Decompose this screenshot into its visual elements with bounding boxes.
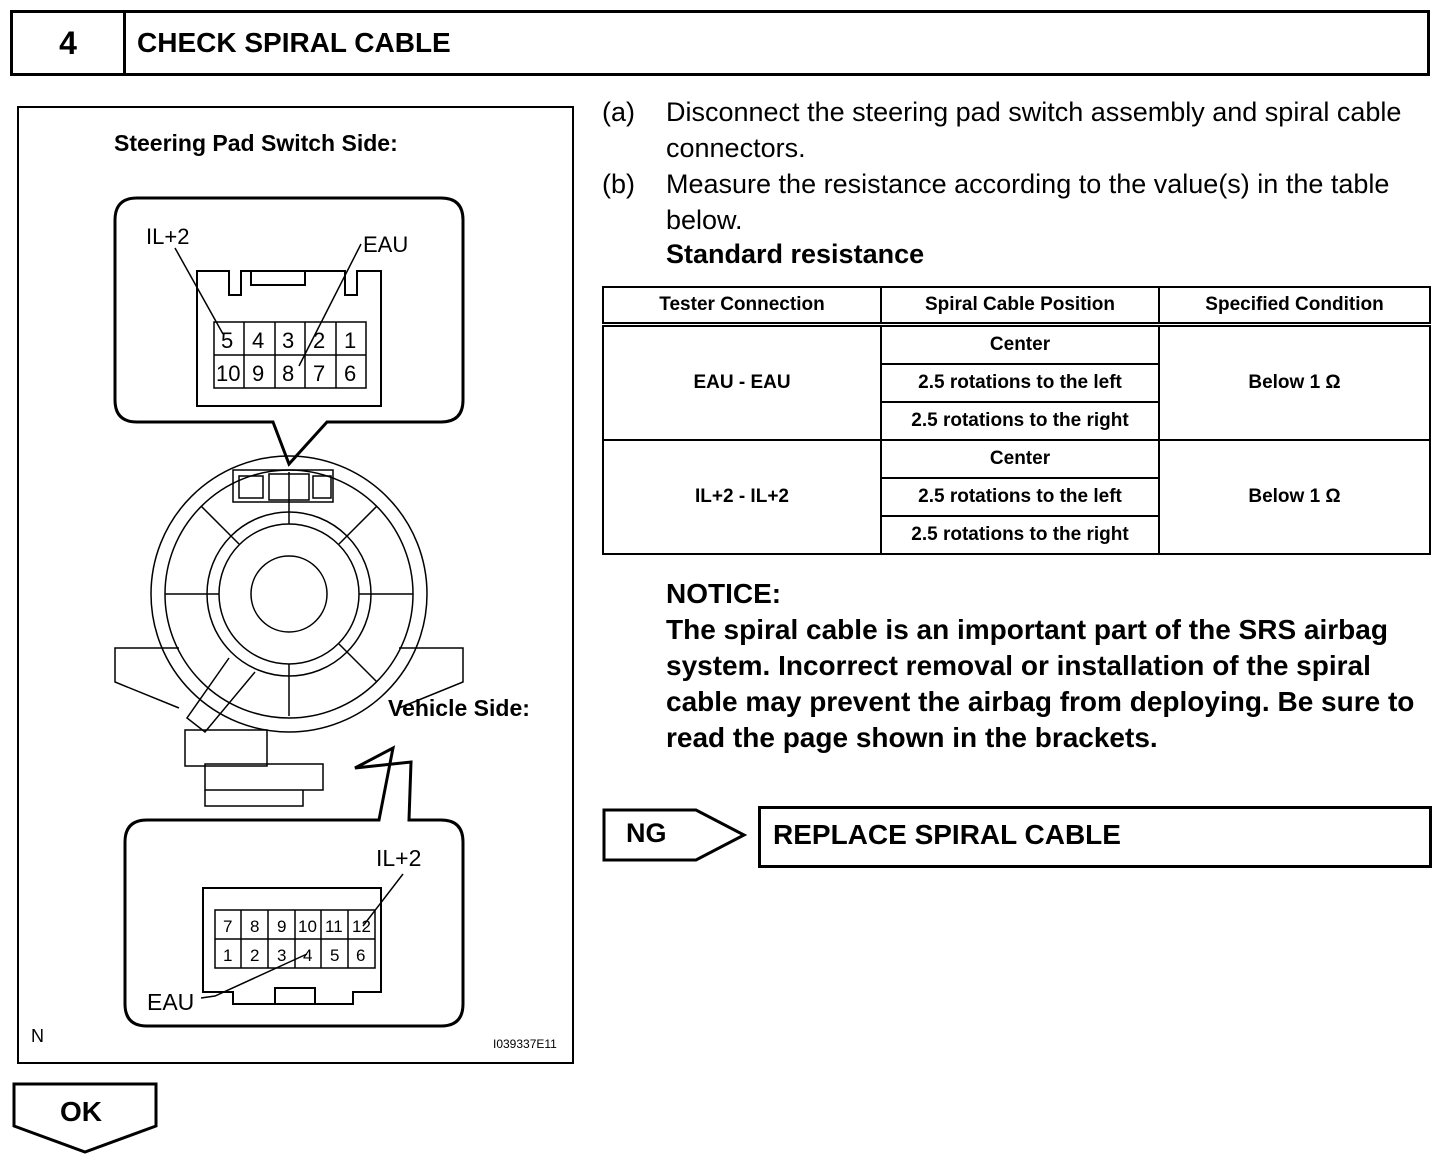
tester-connection-cell: IL+2 - IL+2 [602, 439, 882, 555]
step-a: (a) Disconnect the steering pad switch a… [602, 94, 1432, 166]
vehicle-pin: 10 [298, 917, 317, 936]
vehicle-pin: 5 [330, 946, 339, 965]
position-cell: 2.5 rotations to the right [880, 401, 1160, 441]
pad-pin: 7 [313, 361, 325, 386]
ok-arrow[interactable]: OK [12, 1082, 158, 1154]
connector-illustration: Steering Pad Switch Side: 5 4 3 2 1 10 9… [17, 106, 574, 1064]
position-cell: Center [880, 439, 1160, 479]
spiral-cable-diagram: Steering Pad Switch Side: 5 4 3 2 1 10 9… [31, 130, 557, 1051]
vehicle-side-label: Vehicle Side: [388, 695, 530, 721]
step-b: (b) Measure the resistance according to … [602, 166, 1432, 238]
vehicle-pin: 7 [223, 917, 232, 936]
pad-pin: 2 [313, 328, 325, 353]
pad-pin: 4 [252, 328, 264, 353]
step-header: 4 CHECK SPIRAL CABLE [10, 10, 1430, 76]
position-cell: 2.5 rotations to the left [880, 477, 1160, 517]
notice-title: NOTICE: [666, 578, 782, 609]
ng-arrow-shape [602, 808, 748, 862]
table-header: Specified Condition [1158, 286, 1431, 327]
position-cell: 2.5 rotations to the left [880, 363, 1160, 403]
step-b-label: (b) [602, 169, 635, 199]
pad-side-label: Steering Pad Switch Side: [114, 130, 398, 156]
corner-n-label: N [31, 1026, 44, 1046]
vehicle-pin: 8 [250, 917, 259, 936]
pad-pin: 1 [344, 328, 356, 353]
table-row: 2.5 rotations to the right [603, 515, 1430, 555]
figure-id: I039337E11 [493, 1037, 557, 1051]
ng-arrow[interactable]: NG [602, 806, 748, 864]
vehicle-connector-housing [202, 887, 382, 1005]
ok-label: OK [60, 1096, 102, 1127]
table-header: Spiral Cable Position [880, 286, 1160, 327]
pad-connector-housing [196, 270, 382, 407]
vehicle-pin: 2 [250, 946, 259, 965]
vehicle-pin: 11 [325, 917, 343, 936]
resistance-table: Tester Connection Spiral Cable Position … [602, 286, 1431, 555]
notice-block: NOTICE: The spiral cable is an important… [666, 576, 1426, 756]
ng-action-box[interactable]: REPLACE SPIRAL CABLE [758, 806, 1432, 868]
vehicle-il2-label: IL+2 [376, 845, 421, 871]
pad-pin: 5 [221, 328, 233, 353]
step-title: CHECK SPIRAL CABLE [137, 27, 451, 58]
notice-text: The spiral cable is an important part of… [666, 614, 1415, 753]
table-row: 2.5 rotations to the left [603, 477, 1430, 517]
vehicle-eau-label: EAU [147, 989, 194, 1015]
ng-action-text: REPLACE SPIRAL CABLE [773, 819, 1121, 850]
vehicle-pin: 6 [356, 946, 365, 965]
step-a-label: (a) [602, 97, 635, 127]
vehicle-pin: 1 [223, 946, 232, 965]
tester-connection-cell: EAU - EAU [602, 323, 882, 441]
pad-callout-bubble [113, 196, 465, 467]
vehicle-pin: 9 [277, 917, 286, 936]
vehicle-callout-bubble [123, 745, 465, 1028]
step-a-text: Disconnect the steering pad switch assem… [666, 97, 1402, 163]
table-row: IL+2 - IL+2 Center Below 1 Ω [602, 439, 1431, 555]
table-row: 2.5 rotations to the right [603, 401, 1430, 441]
pad-eau-leader [298, 243, 362, 367]
pad-connector-pins [213, 321, 367, 389]
vehicle-eau-leader [200, 953, 308, 999]
condition-cell: Below 1 Ω [1158, 439, 1431, 555]
pad-pin: 8 [282, 361, 294, 386]
pad-pin: 9 [252, 361, 264, 386]
pad-pin: 3 [282, 328, 294, 353]
vehicle-connector-pins [214, 909, 376, 969]
ok-arrow-shape [12, 1082, 158, 1154]
pad-il2-label: IL+2 [146, 224, 189, 249]
pad-il2-leader [174, 247, 224, 335]
position-cell: Center [880, 323, 1160, 365]
table-row: 2.5 rotations to the left [603, 363, 1430, 403]
pad-eau-label: EAU [363, 232, 408, 257]
table-header: Tester Connection [602, 286, 882, 327]
vehicle-pin: 3 [277, 946, 286, 965]
vehicle-pin: 4 [303, 946, 312, 965]
position-cell: 2.5 rotations to the right [880, 515, 1160, 555]
step-b-text: Measure the resistance according to the … [666, 169, 1390, 235]
pad-pin: 10 [216, 361, 240, 386]
standard-resistance-heading: Standard resistance [666, 239, 925, 269]
pad-pin: 6 [344, 361, 356, 386]
table-row: EAU - EAU Center Below 1 Ω [602, 323, 1431, 441]
vehicle-il2-leader [362, 873, 404, 927]
spiral-cable-body [114, 455, 464, 807]
step-number: 4 [13, 13, 126, 73]
condition-cell: Below 1 Ω [1158, 323, 1431, 441]
ng-label: NG [626, 818, 667, 848]
procedure-steps: (a) Disconnect the steering pad switch a… [602, 94, 1432, 238]
